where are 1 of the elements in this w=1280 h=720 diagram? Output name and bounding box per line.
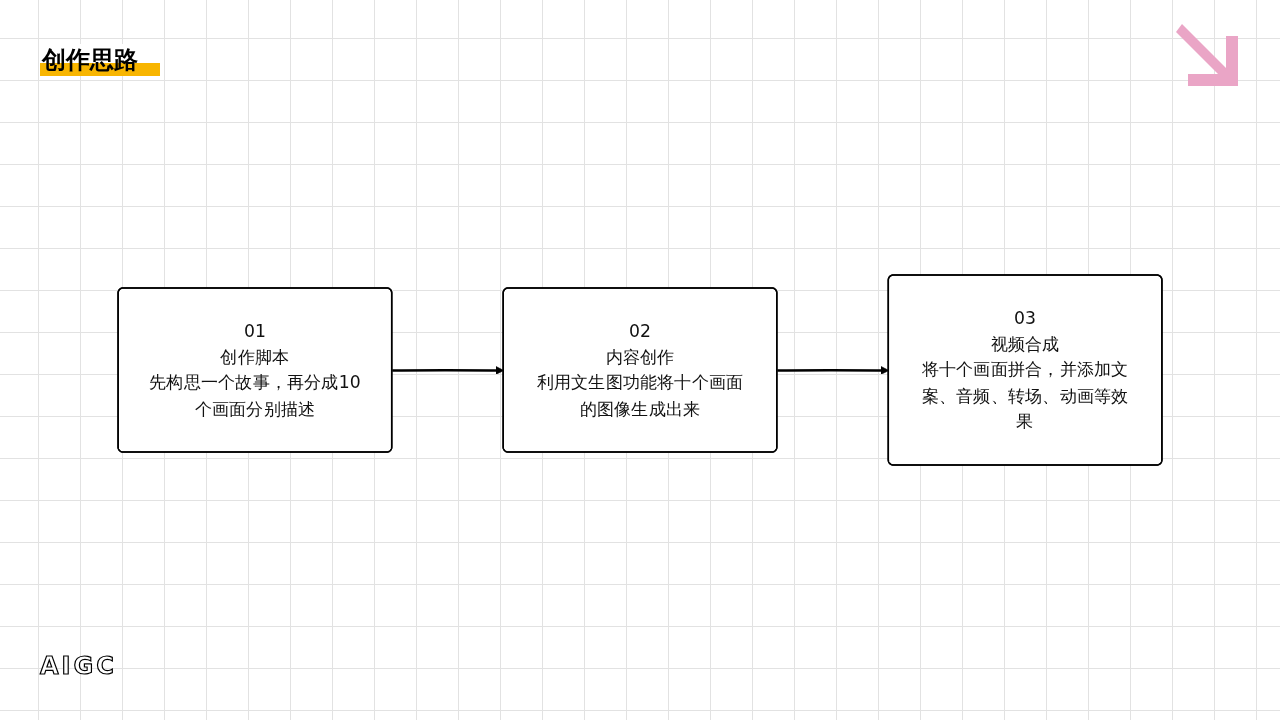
corner-label: AIGC xyxy=(40,652,117,680)
